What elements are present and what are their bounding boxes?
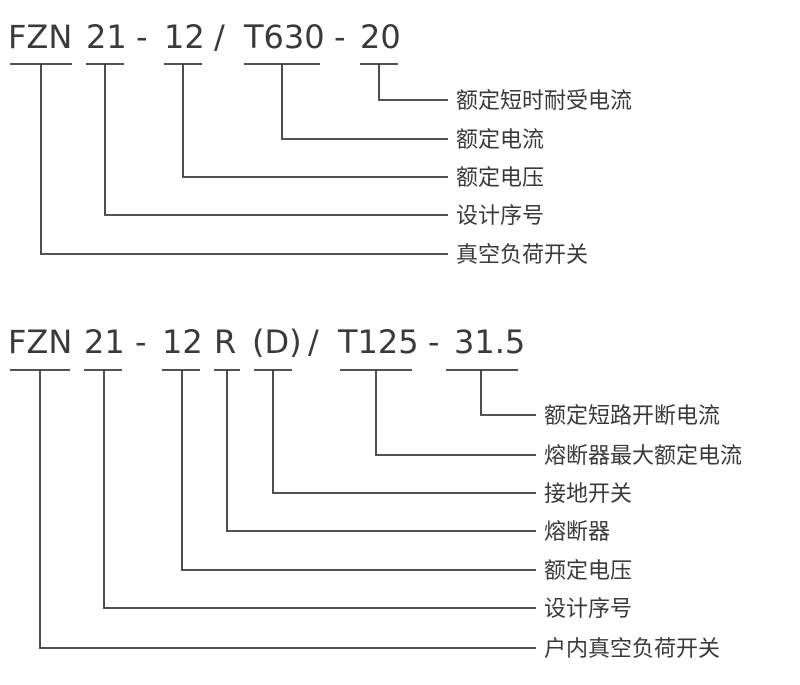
leader-line — [182, 64, 448, 178]
leader-line — [272, 370, 536, 494]
code-separator: - — [428, 323, 440, 361]
leader-line — [39, 370, 536, 649]
leader-line — [181, 370, 536, 571]
leader-line — [281, 64, 448, 140]
field-label: 额定电流 — [456, 128, 544, 153]
field-label: 熔断器最大额定电流 — [544, 444, 742, 469]
code-separator: - — [334, 18, 346, 56]
leader-line — [226, 370, 536, 532]
field-label: 额定短时耐受电流 — [456, 89, 632, 114]
code-separator: / — [308, 323, 319, 361]
code-segment: R — [214, 323, 236, 361]
leader-line — [378, 64, 448, 101]
code-segment: 21 — [86, 18, 127, 56]
field-label: 额定电压 — [544, 559, 632, 584]
diagram-2: FZN 21 - 12 R (D) / T125 - 31.5 额定短路开断电流… — [8, 323, 742, 662]
code-segment: T630 — [243, 18, 325, 56]
field-label: 设计序号 — [544, 597, 632, 622]
code-segment: 20 — [360, 18, 401, 56]
code-separator: / — [214, 18, 225, 56]
diagram-1: FZN 21 - 12 / T630 - 20 额定短时耐受电流 额定电流 额定… — [8, 18, 632, 268]
leader-line — [104, 64, 448, 216]
field-label: 额定电压 — [456, 166, 544, 191]
field-label: 额定短路开断电流 — [544, 404, 720, 429]
code-separator: - — [136, 18, 148, 56]
code-segment: (D) — [252, 323, 302, 361]
leader-line — [480, 370, 536, 416]
field-label: 真空负荷开关 — [456, 243, 588, 268]
code-segment: 12 — [164, 18, 205, 56]
leader-line — [375, 370, 536, 456]
field-label: 接地开关 — [544, 482, 632, 507]
leader-line — [40, 64, 448, 255]
code-segment: FZN — [8, 323, 72, 361]
code-segment: 12 — [162, 323, 203, 361]
code-segment: 31.5 — [454, 323, 525, 361]
field-label: 设计序号 — [456, 204, 544, 229]
leader-line — [103, 370, 536, 609]
code-separator: - — [135, 323, 147, 361]
field-label: 熔断器 — [544, 520, 610, 545]
code-segment: 21 — [84, 323, 125, 361]
field-label: 户内真空负荷开关 — [544, 637, 720, 662]
code-segment: FZN — [8, 18, 72, 56]
code-segment: T125 — [337, 323, 419, 361]
